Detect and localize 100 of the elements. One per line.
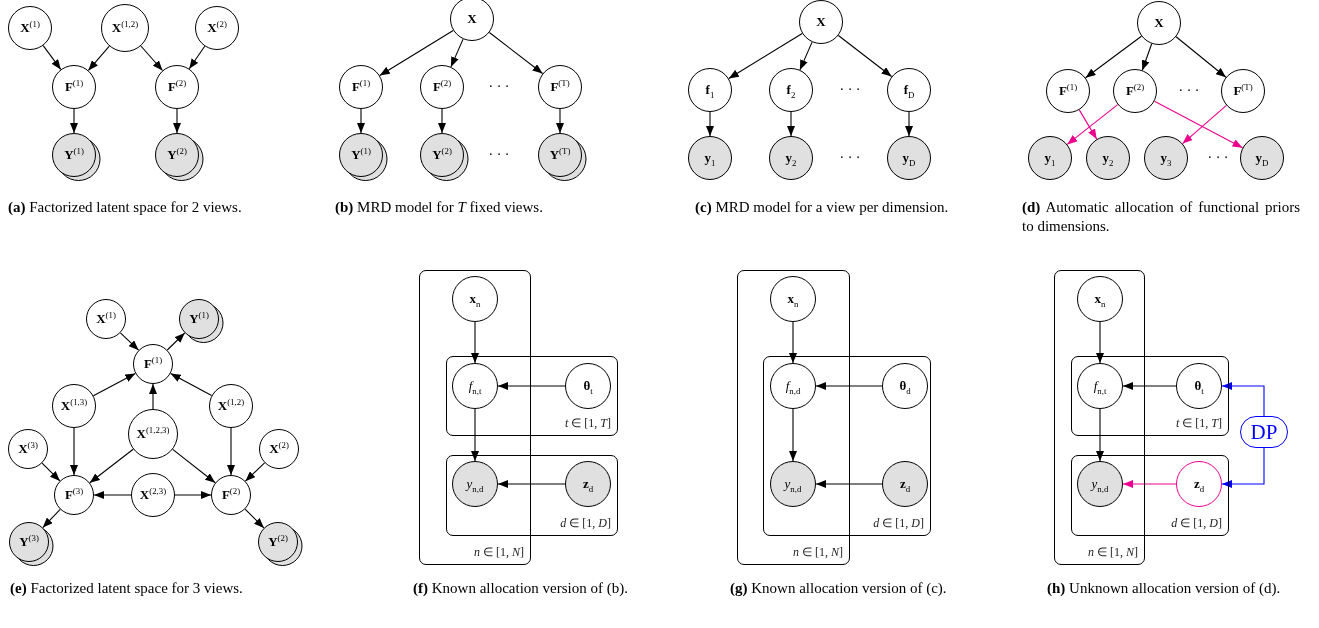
subfigure-caption: (e) Factorized latent space for 3 views. bbox=[10, 579, 244, 598]
ellipsis: · · · bbox=[838, 149, 862, 167]
arrow bbox=[706, 111, 714, 137]
latent-variable-node: X$^{(1,2)}$ bbox=[101, 4, 149, 52]
arrow bbox=[471, 408, 479, 462]
latent-variable-node: F$^{(2)}$ bbox=[211, 475, 251, 515]
arrow bbox=[1175, 36, 1227, 78]
arrow bbox=[438, 108, 446, 134]
latent-variable-node: F$^{(1)}$ bbox=[133, 344, 173, 384]
arrow bbox=[1122, 480, 1177, 488]
observed-variable-node: y$_{3}$ bbox=[1144, 136, 1188, 180]
plate-label: d ∈ [1, D] bbox=[1171, 516, 1222, 531]
latent-variable-node: f$_{1}$ bbox=[688, 68, 732, 112]
latent-variable-node: F$^{(3)}$ bbox=[54, 475, 94, 515]
arrow bbox=[905, 111, 913, 137]
arrow bbox=[1066, 104, 1119, 145]
subfigure-caption: (h) Unknown allocation version of (d). bbox=[1047, 579, 1282, 598]
latent-variable-node: X$^{(2)}$ bbox=[259, 429, 299, 469]
ellipsis: · · · bbox=[1206, 149, 1230, 167]
latent-variable-node: F$^{(1)}$ bbox=[52, 65, 96, 109]
latent-variable-node: F$^{(T)}$ bbox=[1221, 69, 1265, 113]
arrow bbox=[1141, 43, 1153, 71]
arrow bbox=[140, 45, 164, 72]
subfigure-caption: (b) MRD model for T fixed views. bbox=[335, 198, 544, 217]
arrow bbox=[728, 32, 803, 80]
arrow bbox=[42, 508, 61, 529]
subfigure-caption: (f) Known allocation version of (b). bbox=[413, 579, 629, 598]
latent-variable-node: F$^{(1)}$ bbox=[339, 65, 383, 109]
subfigure-caption: (g) Known allocation version of (c). bbox=[730, 579, 948, 598]
latent-variable-node: X$^{(1)}$ bbox=[8, 6, 52, 50]
observed-variable-node: y$_{n,d}$ bbox=[1077, 461, 1123, 507]
arrow bbox=[92, 372, 136, 397]
dirichlet-process-node: DP bbox=[1240, 416, 1288, 448]
latent-variable-node: X$^{(1,2)}$ bbox=[209, 384, 253, 428]
observed-variable-node: y$_{2}$ bbox=[769, 136, 813, 180]
latent-variable-node: f$_{2}$ bbox=[769, 68, 813, 112]
plate-label: n ∈ [1, N] bbox=[474, 545, 524, 560]
latent-variable-node: f$_{n,d}$ bbox=[770, 363, 816, 409]
arrow bbox=[166, 332, 186, 351]
arrow bbox=[488, 31, 544, 75]
observed-variable-node: z$_{d}$ bbox=[882, 461, 928, 507]
arrow bbox=[471, 321, 479, 364]
latent-variable-node: X$^{(2)}$ bbox=[195, 6, 239, 50]
latent-variable-node: θ$_{t}$ bbox=[565, 363, 611, 409]
observed-variable-node: y$_{1}$ bbox=[688, 136, 732, 180]
latent-variable-node: z$_{d}$ bbox=[1176, 461, 1222, 507]
arrow bbox=[799, 41, 813, 71]
plate-label: n ∈ [1, N] bbox=[793, 545, 843, 560]
latent-variable-node: θ$_{d}$ bbox=[882, 363, 928, 409]
arrow bbox=[1096, 408, 1104, 462]
arrow bbox=[1221, 447, 1265, 488]
arrow bbox=[244, 508, 265, 529]
arrow bbox=[70, 427, 78, 476]
observed-variable-node: y$_{1}$ bbox=[1028, 136, 1072, 180]
arrow bbox=[173, 108, 181, 134]
arrow bbox=[789, 408, 797, 462]
arrow bbox=[172, 448, 216, 484]
arrow bbox=[379, 29, 454, 77]
arrow bbox=[1153, 100, 1244, 149]
arrow bbox=[1085, 35, 1142, 79]
arrow bbox=[93, 491, 132, 499]
latent-variable-node: f$_{n,t}$ bbox=[452, 363, 498, 409]
observed-variable-node: z$_{d}$ bbox=[565, 461, 611, 507]
latent-variable-node: X$^{(1,2,3)}$ bbox=[128, 409, 178, 459]
latent-variable-node: x$_{n}$ bbox=[1077, 276, 1123, 322]
latent-variable-node: X bbox=[799, 0, 843, 44]
plate-label: d ∈ [1, D] bbox=[560, 516, 611, 531]
plate-label: t ∈ [1, T] bbox=[1175, 416, 1222, 431]
arrow bbox=[41, 462, 61, 482]
arrow bbox=[837, 34, 893, 78]
arrow bbox=[450, 38, 464, 68]
latent-variable-node: X$^{(3)}$ bbox=[8, 429, 48, 469]
arrow bbox=[170, 372, 213, 397]
ellipsis: · · · bbox=[838, 81, 862, 99]
plate-label: t ∈ [1, T] bbox=[564, 416, 611, 431]
arrow bbox=[89, 448, 134, 484]
arrow bbox=[1096, 321, 1104, 364]
arrow bbox=[174, 491, 212, 499]
arrow bbox=[227, 427, 235, 476]
latent-variable-node: θ$_{t}$ bbox=[1176, 363, 1222, 409]
latent-variable-node: x$_{n}$ bbox=[452, 276, 498, 322]
arrow bbox=[70, 108, 78, 134]
latent-variable-node: F$^{(1)}$ bbox=[1046, 69, 1090, 113]
arrow bbox=[497, 480, 566, 488]
arrow bbox=[149, 383, 157, 410]
observed-variable-node: y$_{n,d}$ bbox=[452, 461, 498, 507]
arrow bbox=[789, 321, 797, 364]
arrow bbox=[1078, 109, 1098, 140]
latent-variable-node: f$_{n,t}$ bbox=[1077, 363, 1123, 409]
arrow bbox=[1122, 382, 1177, 390]
subfigure-caption: (d) Automatic allocation of functional priors to dimensions. bbox=[1022, 198, 1300, 236]
arrow bbox=[815, 382, 883, 390]
plate-label: d ∈ [1, D] bbox=[873, 516, 924, 531]
latent-variable-node: X$^{(1,3)}$ bbox=[52, 384, 96, 428]
latent-variable-node: x$_{n}$ bbox=[770, 276, 816, 322]
arrow bbox=[188, 45, 206, 70]
latent-variable-node: f$_{D}$ bbox=[887, 68, 931, 112]
observed-variable-node: y$_{2}$ bbox=[1086, 136, 1130, 180]
arrow bbox=[244, 462, 266, 482]
arrow bbox=[119, 332, 140, 351]
